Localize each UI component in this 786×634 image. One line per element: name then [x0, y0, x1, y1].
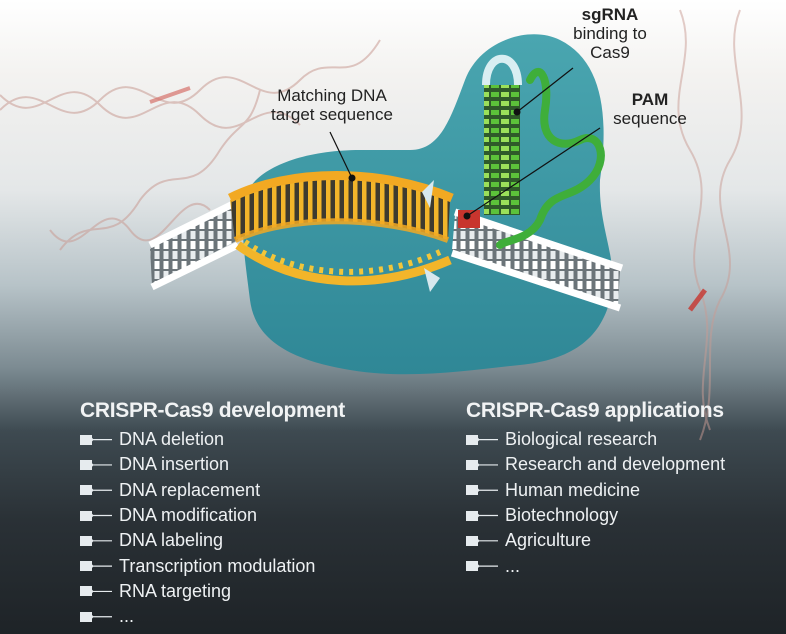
list-item: DNA labeling — [80, 528, 345, 553]
list-item: DNA replacement — [80, 478, 345, 503]
label-line: Matching DNA — [277, 86, 387, 105]
red-dna-segment — [688, 288, 707, 312]
list-item: DNA deletion — [80, 427, 345, 452]
dna-double-strand-left — [148, 199, 240, 291]
list-item: Agriculture — [466, 528, 725, 553]
applications-heading: CRISPR-Cas9 applications — [466, 399, 724, 422]
list-item-text: RNA targeting — [119, 580, 232, 601]
label-line: sequence — [613, 109, 687, 128]
applications-list: Biological research Research and develop… — [466, 427, 725, 579]
red-dna-segment — [149, 86, 191, 104]
arrow-bullet-icon — [466, 433, 499, 447]
list-item-text: DNA insertion — [119, 454, 230, 475]
development-section: CRISPR-Cas9 development DNA deletion DNA… — [80, 399, 345, 629]
list-item-text: Transcription modulation — [119, 555, 316, 576]
list-item: Biotechnology — [466, 503, 725, 528]
label-line: Cas9 — [590, 43, 630, 62]
list-item: DNA modification — [80, 503, 345, 528]
list-item-text: DNA labeling — [119, 530, 224, 551]
label-matching-dna: Matching DNA target sequence — [262, 86, 402, 124]
list-item-text: DNA replacement — [119, 479, 261, 500]
background-dna-helix-right — [677, 9, 743, 441]
label-sgrna: sgRNA binding to Cas9 — [550, 5, 670, 62]
label-line: binding to — [573, 24, 647, 43]
arrow-bullet-icon — [466, 534, 499, 548]
list-item-text: Human medicine — [505, 479, 641, 500]
arrow-bullet-icon — [80, 610, 113, 624]
label-pam: PAM sequence — [595, 90, 705, 128]
background-dna-helix-left — [0, 39, 381, 251]
label-title: sgRNA — [581, 5, 639, 24]
list-item-text: ... — [119, 606, 135, 627]
list-item-text: Research and development — [505, 454, 726, 475]
arrow-bullet-icon — [80, 559, 113, 573]
sgrna-structure — [482, 54, 605, 249]
list-item: Transcription modulation — [80, 553, 345, 578]
arrow-bullet-icon — [466, 559, 499, 573]
arrow-bullet-icon — [466, 458, 499, 472]
applications-section: CRISPR-Cas9 applications Biological rese… — [466, 399, 725, 579]
arrow-bullet-icon — [466, 509, 499, 523]
list-item: ... — [80, 604, 345, 629]
list-item-text: DNA modification — [119, 505, 258, 526]
cleavage-site-marker-top — [422, 180, 434, 208]
leader-dot — [348, 174, 356, 182]
list-item: RNA targeting — [80, 579, 345, 604]
list-item-text: Biotechnology — [505, 505, 619, 526]
cleavage-site-marker-bottom — [424, 268, 440, 292]
label-title: PAM — [631, 90, 669, 109]
arrow-bullet-icon — [466, 483, 499, 497]
dna-double-strand-right — [450, 208, 624, 312]
leader-line-matching-dna — [329, 131, 353, 179]
arrow-bullet-icon — [80, 509, 113, 523]
list-item-text: Agriculture — [505, 530, 592, 551]
leader-line-sgrna — [516, 67, 574, 113]
list-item: DNA insertion — [80, 452, 345, 477]
arrow-bullet-icon — [80, 458, 113, 472]
leader-dot — [463, 212, 471, 220]
list-item-text: ... — [505, 555, 521, 576]
arrow-bullet-icon — [80, 584, 113, 598]
label-line: target sequence — [271, 105, 393, 124]
leader-line-pam — [466, 127, 601, 217]
leader-dot — [513, 108, 521, 116]
list-item: Human medicine — [466, 478, 725, 503]
arrow-bullet-icon — [80, 483, 113, 497]
list-item: Biological research — [466, 427, 725, 452]
arrow-bullet-icon — [80, 433, 113, 447]
list-item-text: DNA deletion — [119, 429, 225, 450]
list-item: Research and development — [466, 452, 725, 477]
development-list: DNA deletion DNA insertion DNA replaceme… — [80, 427, 345, 629]
arrow-bullet-icon — [80, 534, 113, 548]
list-item-text: Biological research — [505, 429, 658, 450]
list-item: ... — [466, 553, 725, 578]
pam-sequence — [458, 210, 480, 228]
development-heading: CRISPR-Cas9 development — [80, 399, 346, 422]
target-dna-strand — [227, 171, 454, 286]
